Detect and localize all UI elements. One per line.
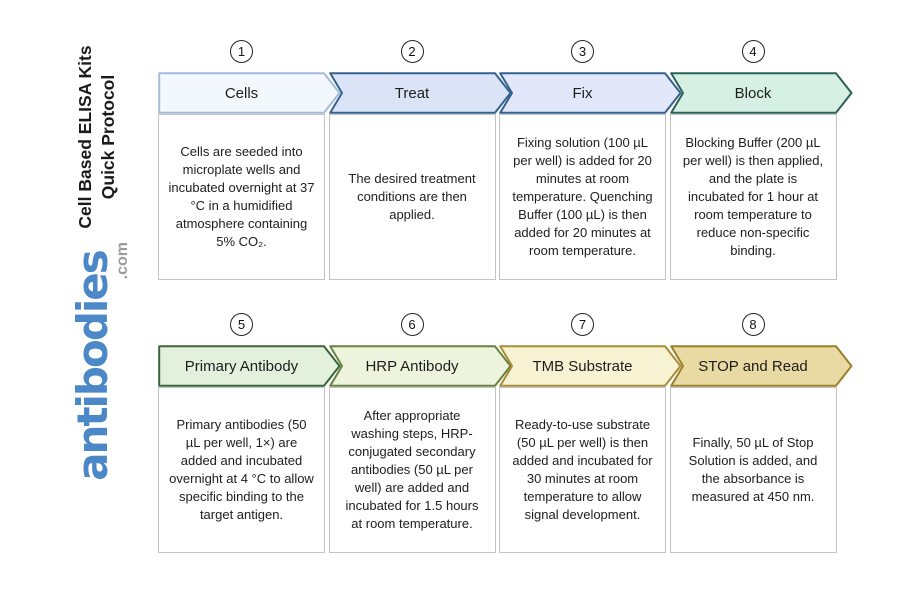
step-2-number-badge: 2 [400, 40, 424, 63]
arrow-right-shape [158, 72, 341, 114]
arrow-right-shape [499, 345, 682, 387]
step-1-description: Cells are seeded into microplate wells a… [168, 144, 315, 249]
step-2: 2 Treat The desired treatment conditions… [328, 40, 511, 280]
antibodies-logo: antibodies .com [68, 242, 131, 486]
step-3-number-badge: 3 [571, 40, 594, 63]
step-6-title: HRP Antibody [365, 357, 459, 375]
step-1-description-box: Cells are seeded into microplate wells a… [158, 114, 325, 280]
step-4-title: Block [734, 84, 772, 102]
protocol-row-2: 5 Primary Antibody Primary antibodies (5… [158, 313, 852, 553]
step-5-number-badge: 5 [230, 313, 253, 336]
step-7-arrow-banner: TMB Substrate [499, 345, 682, 387]
step-7-description-box: Ready-to-use substrate (50 µL per well) … [499, 387, 666, 553]
step-3: 3 Fix Fixing solution (100 µL per well) … [499, 40, 682, 280]
step-1: 1 Cells Cells are seeded into microplate… [158, 40, 341, 280]
step-3-number: 3 [578, 44, 587, 59]
step-2-title: Treat [394, 84, 430, 102]
step-7-title: TMB Substrate [532, 357, 633, 375]
step-8-description: Finally, 50 µL of Stop Solution is added… [688, 435, 818, 504]
step-8: 8 STOP and Read Finally, 50 µL of Stop S… [669, 313, 852, 553]
logo-wordmark: antibodies [68, 251, 117, 481]
arrow-right-shape [669, 345, 852, 387]
arrow-right-shape [328, 345, 511, 387]
step-4-description-box: Blocking Buffer (200 µL per well) is the… [669, 114, 837, 280]
step-5-number: 5 [237, 317, 246, 332]
step-4-number: 4 [749, 44, 757, 59]
step-4-number-badge: 4 [741, 40, 765, 63]
step-3-description-box: Fixing solution (100 µL per well) is add… [499, 114, 666, 280]
step-3-arrow-banner: Fix [499, 72, 682, 114]
step-2-arrow-banner: Treat [328, 72, 511, 114]
protocol-title: Cell Based ELISA Kits Quick Protocol [74, 37, 120, 237]
step-4-description: Blocking Buffer (200 µL per well) is the… [682, 135, 824, 258]
arrow-right-shape [669, 72, 852, 114]
logo-domain-suffix: .com [114, 242, 131, 280]
step-7: 7 TMB Substrate Ready-to-use substrate (… [499, 313, 682, 553]
step-6-number-badge: 6 [400, 313, 424, 336]
step-2-number: 2 [408, 44, 416, 59]
step-7-number: 7 [578, 317, 587, 332]
step-5-description-box: Primary antibodies (50 µL per well, 1×) … [158, 387, 325, 553]
step-1-number: 1 [237, 44, 246, 59]
step-2-description-box: The desired treatment conditions are the… [328, 114, 496, 280]
step-2-description: The desired treatment conditions are the… [348, 171, 476, 222]
step-3-title: Fix [572, 84, 593, 102]
step-8-description-box: Finally, 50 µL of Stop Solution is added… [669, 387, 837, 553]
step-7-number-badge: 7 [571, 313, 594, 336]
step-6-description-box: After appropriate washing steps, HRP-con… [328, 387, 496, 553]
step-8-number-badge: 8 [741, 313, 765, 336]
step-1-number-badge: 1 [230, 40, 253, 63]
protocol-title-line-2: Quick Protocol [98, 74, 119, 200]
step-5-title: Primary Antibody [184, 357, 299, 375]
arrow-right-shape [499, 72, 682, 114]
protocol-title-line-1: Cell Based ELISA Kits [75, 45, 95, 229]
step-1-arrow-banner: Cells [158, 72, 341, 114]
step-6-description: After appropriate washing steps, HRP-con… [345, 408, 479, 531]
step-8-number: 8 [749, 317, 757, 332]
step-4: 4 Block Blocking Buffer (200 µL per well… [669, 40, 852, 280]
step-6: 6 HRP Antibody After appropriate washing… [328, 313, 511, 553]
step-8-title: STOP and Read [698, 357, 808, 375]
step-7-description: Ready-to-use substrate (50 µL per well) … [512, 417, 653, 522]
protocol-row-1: 1 Cells Cells are seeded into microplate… [158, 40, 852, 280]
step-4-arrow-banner: Block [669, 72, 852, 114]
step-5: 5 Primary Antibody Primary antibodies (5… [158, 313, 341, 553]
step-5-description: Primary antibodies (50 µL per well, 1×) … [169, 417, 314, 522]
step-3-description: Fixing solution (100 µL per well) is add… [512, 135, 653, 258]
step-6-number: 6 [408, 317, 416, 332]
step-5-arrow-banner: Primary Antibody [158, 345, 341, 387]
step-8-arrow-banner: STOP and Read [669, 345, 852, 387]
arrow-right-shape [158, 345, 341, 387]
arrow-right-shape [328, 72, 511, 114]
step-1-title: Cells [224, 84, 259, 102]
step-6-arrow-banner: HRP Antibody [328, 345, 511, 387]
